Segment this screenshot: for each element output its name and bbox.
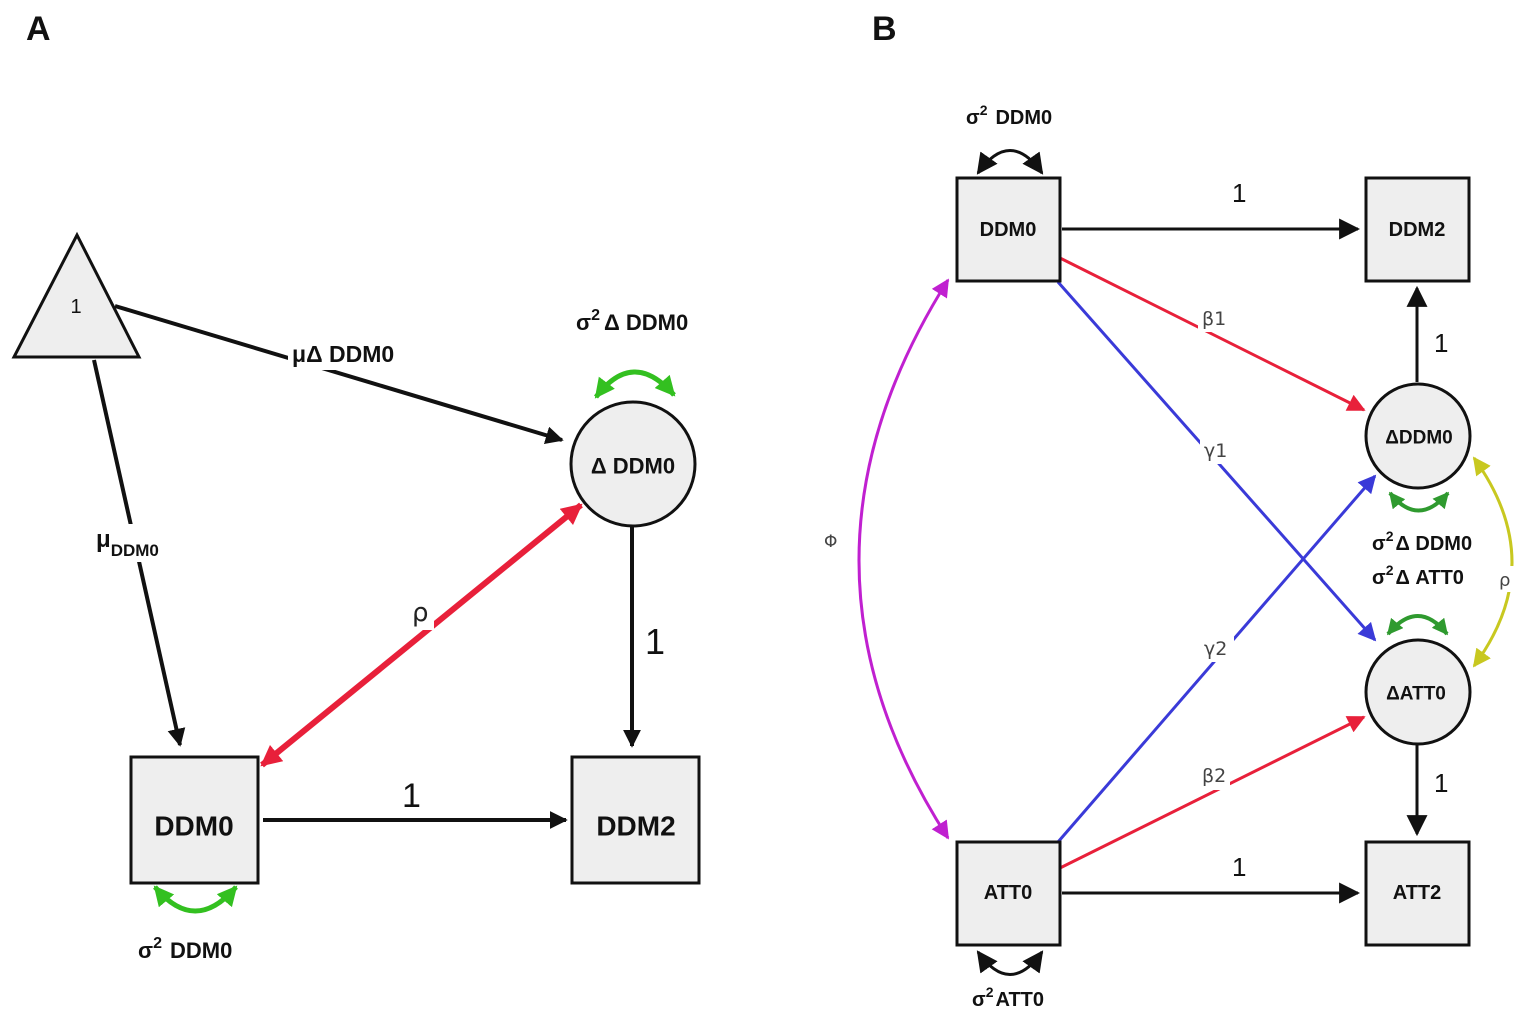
phi-label-bg [822,526,842,554]
att2-node-label: ATT2 [1393,882,1442,904]
beta1-label: β1 [1202,308,1226,330]
one-bottom-label: 1 [1232,852,1246,882]
delta-ddm0-node [569,400,697,528]
gamma1-label-bg [1200,436,1234,464]
ddm0-node [129,755,260,885]
rho-b-label-bg [1497,566,1515,592]
variance-loop-ddm0 [153,885,238,914]
constant-triangle [11,231,142,359]
variance-loop-delta-att0 [1386,614,1449,636]
one-top-label: 1 [1232,178,1246,208]
panel-a-label: A [26,10,51,48]
att0-node-label: ATT0 [984,882,1033,904]
one-vertical-label-bg [642,600,672,660]
one-right-lower-label: 1 [1434,768,1448,798]
delta-ddm0-node-b [1364,382,1472,490]
ddm0-node-b [955,176,1062,283]
gamma1-label: γ1 [1204,440,1227,462]
delta-att0-node [1364,638,1472,746]
delta-ddm0-node-label: Δ DDM0 [591,454,675,479]
gamma2-label: γ2 [1204,638,1227,660]
beta2-label-bg [1198,762,1230,790]
rho-label-bg [406,596,434,630]
panel-b-label: B [872,10,897,48]
one-right-upper-label: 1 [1434,328,1448,358]
variance-loop-ddm0-b [976,149,1044,175]
rho-label: ρ [412,598,429,628]
ddm0-node-label: DDM0 [154,811,233,842]
beta2-label: β2 [1202,765,1226,787]
edge-beta2 [1059,715,1366,870]
ddm2-node-label: DDM2 [596,811,675,842]
one-horizontal-label: 1 [402,777,421,815]
variance-loop-delta-ddm0-b [1388,491,1450,513]
beta1-label-bg [1198,304,1230,332]
att0-node [955,840,1062,947]
edge-rho-covariance-b [1472,456,1514,668]
phi-label: Φ [824,532,837,552]
variance-loop-delta-ddm0 [594,369,676,399]
edge-beta1 [1059,256,1366,412]
gamma2-label-bg [1200,634,1234,662]
delta-ddm0-node-b-label: ΔDDM0 [1385,428,1453,449]
mu-ddm0-label-bg [93,524,179,562]
constant-triangle-label: 1 [70,296,81,318]
mu-ddm0-label: μDDM0 [96,526,159,560]
edge-phi-covariance [857,278,950,840]
rho-b-label: ρ [1499,570,1510,591]
ddm2-node-b [1364,176,1471,283]
mu-delta-label-bg [288,336,416,370]
edge-one-to-delta-ddm0 [114,304,564,444]
edge-rho-covariance [260,502,583,768]
ddm2-node [570,755,701,885]
ddm0-node-b-label: DDM0 [980,219,1037,241]
delta-att0-node-label: ΔATT0 [1386,684,1446,705]
ddm2-node-b-label: DDM2 [1389,219,1446,241]
mu-delta-ddm0-label: μΔ DDM0 [292,341,394,367]
att2-node [1364,840,1471,947]
variance-loop-att0 [976,950,1044,976]
one-vertical-label: 1 [645,621,665,662]
